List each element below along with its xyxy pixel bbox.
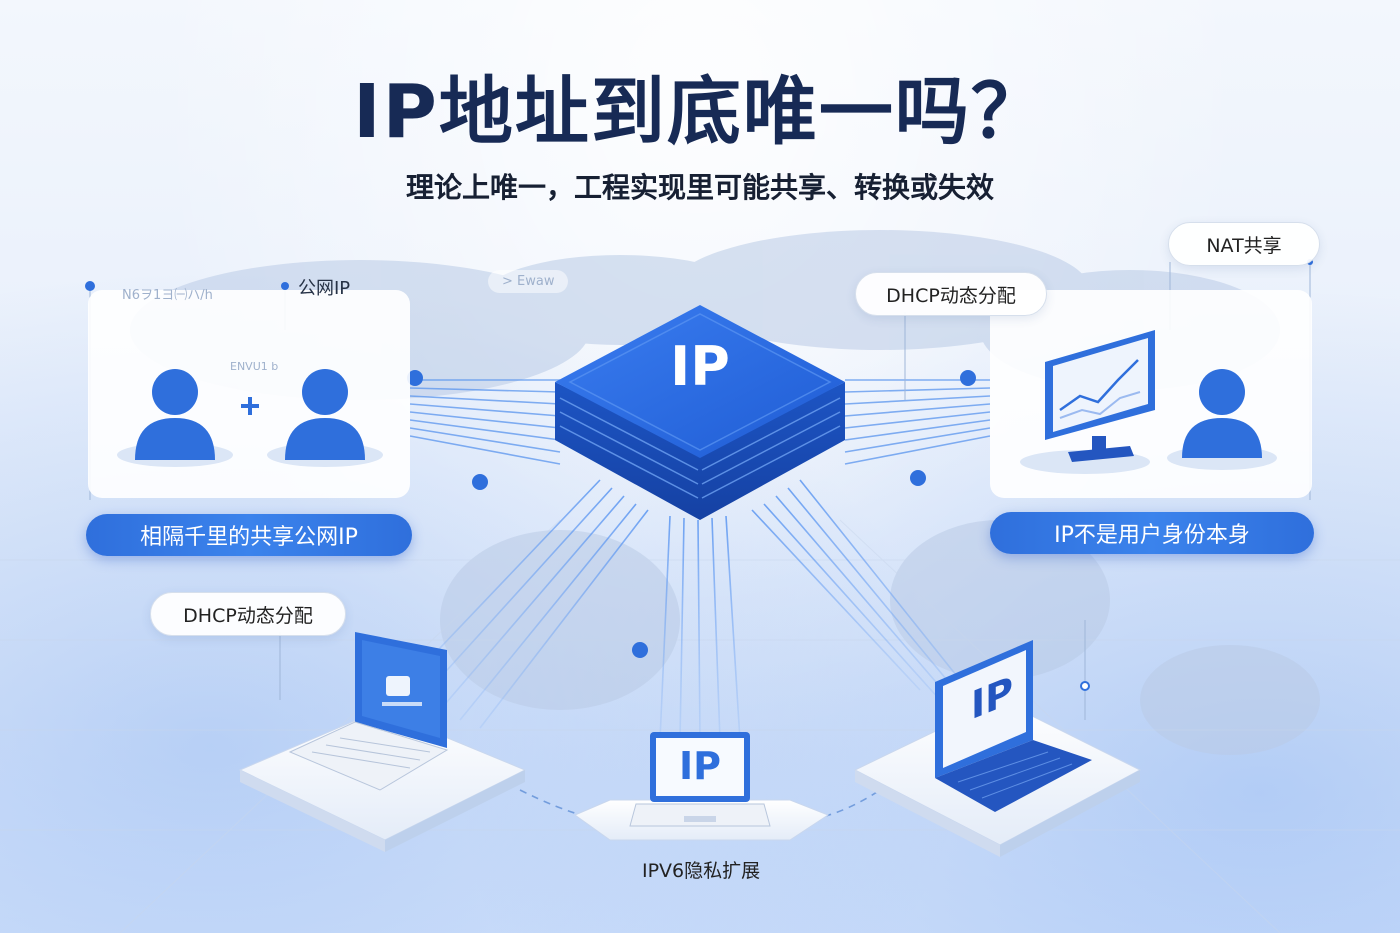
laptop-center-screen-text: IP <box>679 744 721 788</box>
laptop-center-icon <box>629 732 771 827</box>
ip-chip-icon <box>555 305 845 520</box>
page-subtitle: 理论上唯一，工程实现里可能共享、转换或失效 <box>405 171 994 204</box>
dhcp-left-pill: DHCP动态分配 <box>150 592 346 636</box>
ray-lines-right <box>844 379 991 465</box>
public-ip-label: 公网IP <box>298 278 351 299</box>
ray-lines-left <box>409 379 561 465</box>
laptop-left-icon <box>288 632 449 791</box>
ipv6-privacy-caption: IPV6隐私扩展 <box>642 860 761 882</box>
page-title: IP地址到底唯一吗？ <box>353 69 1047 155</box>
laptop-right-icon <box>935 640 1092 812</box>
chip-ip-label: IP <box>670 335 730 398</box>
user-avatar-icon <box>285 369 365 460</box>
nat-share-pill: NAT共享 <box>1168 222 1320 266</box>
plus-icon <box>241 397 259 415</box>
faint-small-label: ENVU1 b <box>230 360 279 373</box>
banner-ip-not-identity: IP不是用户身份本身 <box>990 512 1314 554</box>
faint-map-label: N6ヲ1ヨ㈠ハ/h <box>122 288 213 303</box>
left-user-card <box>88 290 410 498</box>
user-avatar-icon <box>135 369 215 460</box>
banner-shared-public-ip: 相隔千里的共享公网IP <box>86 514 412 556</box>
monitor-chart-icon <box>1045 330 1155 462</box>
user-avatar-icon <box>1182 369 1262 458</box>
dhcp-top-pill: DHCP动态分配 <box>855 272 1047 316</box>
faint-arrow-label: > Ewaw <box>488 270 569 293</box>
